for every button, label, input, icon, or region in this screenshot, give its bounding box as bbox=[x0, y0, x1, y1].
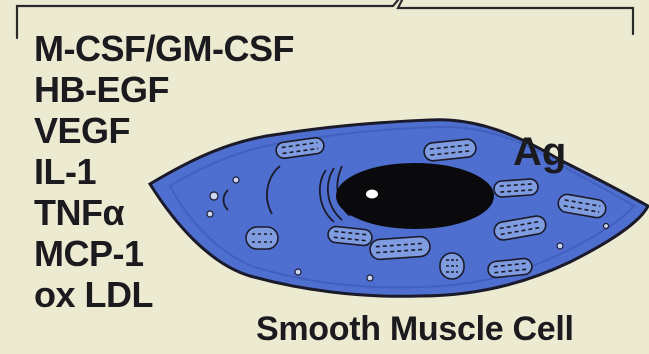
cell-caption: Smooth Muscle Cell bbox=[256, 310, 574, 349]
antigen-label: Ag bbox=[513, 130, 566, 175]
cell-nucleus bbox=[337, 164, 493, 228]
nucleolus bbox=[366, 190, 378, 199]
